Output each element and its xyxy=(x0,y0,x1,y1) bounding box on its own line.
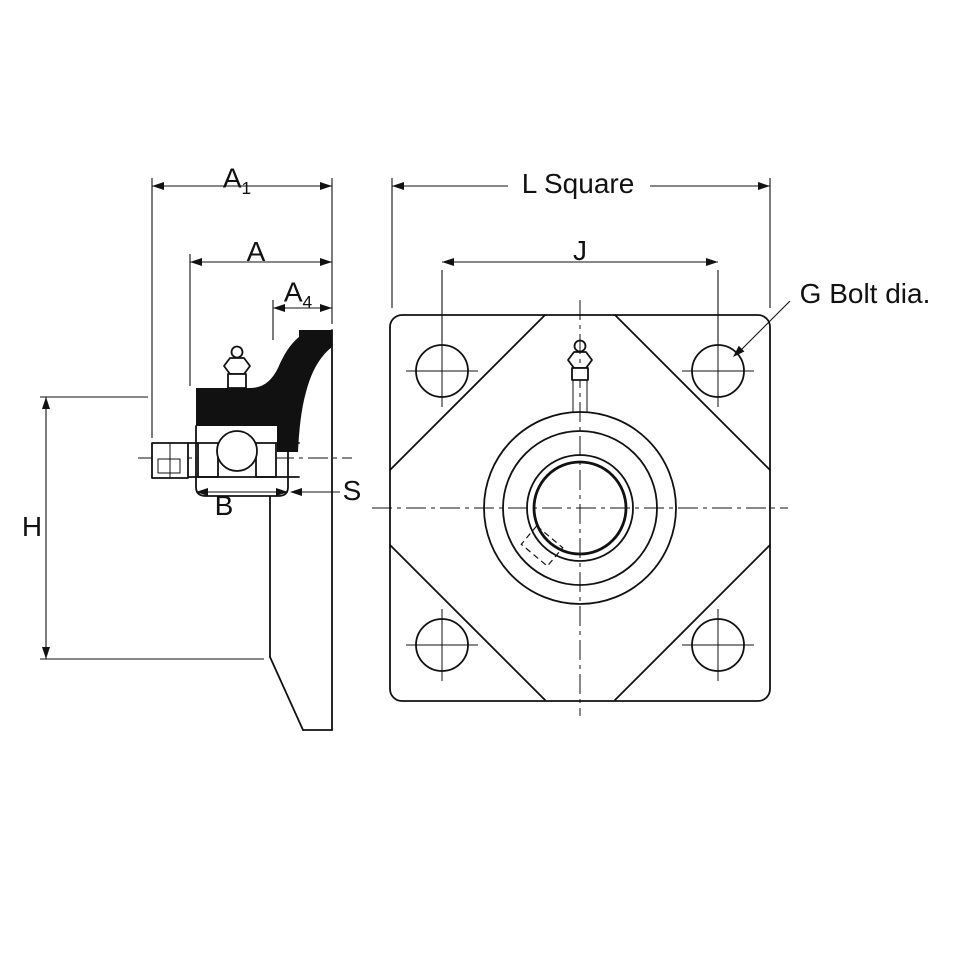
shaft-bore-circle xyxy=(532,460,628,556)
dim-label-a4-sub: 4 xyxy=(302,292,313,313)
dim-h xyxy=(40,396,264,660)
dim-a1 xyxy=(151,178,333,438)
corner-chamfer-top-left xyxy=(389,314,546,471)
grease-zerk-hex xyxy=(223,357,251,375)
dim-label-a1-base: A xyxy=(222,162,242,194)
dim-label-a4: A4 xyxy=(283,276,313,313)
dim-j xyxy=(441,258,719,341)
dim-b xyxy=(196,488,288,496)
dim-label-a: A xyxy=(246,236,266,267)
corner-chamfer-bottom-right xyxy=(614,544,771,701)
dim-label-b: B xyxy=(214,490,234,521)
inner-ring-right xyxy=(255,442,277,478)
side-view-drawing xyxy=(40,178,352,731)
dim-label-h: H xyxy=(21,511,43,542)
plate-corner-chamfer xyxy=(269,656,304,731)
corner-chamfer-bottom-left xyxy=(389,544,546,701)
dim-a4 xyxy=(272,300,332,340)
collar-detail xyxy=(157,458,181,474)
dim-label-s: S xyxy=(342,475,362,506)
front-view-drawing xyxy=(372,178,791,716)
dim-g-bolt-leader xyxy=(733,300,791,357)
inner-ring-outer-circle xyxy=(526,454,634,562)
housing-body-outline xyxy=(195,425,289,497)
front-grease-zerk-base xyxy=(571,367,589,381)
dim-label-g-bolt-dia: G Bolt dia. xyxy=(799,278,931,309)
corner-chamfer-top-right xyxy=(614,314,771,471)
housing-boss-circle-outer xyxy=(483,411,677,605)
dim-label-j: J xyxy=(573,235,587,266)
grease-zerk-base xyxy=(227,373,247,389)
housing-section-fill xyxy=(196,330,332,452)
grease-zerk-ball xyxy=(230,345,244,359)
dim-label-a1-sub: 1 xyxy=(241,178,252,199)
bolt-hole-top-right xyxy=(682,335,754,407)
inner-ring-left xyxy=(197,442,219,478)
dim-a xyxy=(189,254,332,386)
housing-boss-circle-inner xyxy=(502,430,658,586)
bolt-hole-bottom-right xyxy=(682,609,754,681)
dim-l-square xyxy=(391,178,771,308)
set-screw-hidden-detail xyxy=(520,525,564,567)
bearing-ball xyxy=(216,430,258,472)
bolt-hole-top-left xyxy=(406,335,478,407)
dim-label-a1: A1 xyxy=(222,162,252,199)
bolt-hole-bottom-left xyxy=(406,609,478,681)
dim-label-l-square: L Square xyxy=(521,168,635,199)
dim-s xyxy=(290,488,340,496)
flange-square-outline xyxy=(389,314,771,702)
dim-label-a4-base: A xyxy=(283,276,303,308)
